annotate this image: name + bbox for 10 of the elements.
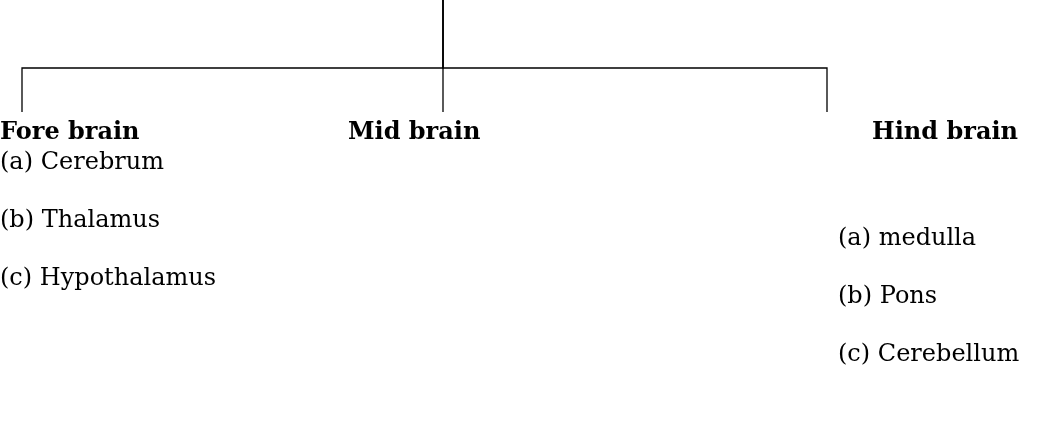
list-item: (c) Hypothalamus: [0, 262, 217, 292]
heading: Fore brain: [0, 116, 140, 146]
connector-line: [442, 0, 828, 113]
heading: Mid brain: [348, 116, 481, 146]
list-item: (a) Cerebrum: [0, 146, 164, 176]
list-item: (a) medulla: [838, 222, 977, 252]
heading: Hind brain: [872, 116, 1018, 146]
list-item: (b) Pons: [838, 280, 938, 310]
list-item: (c) Cerebellum: [838, 338, 1020, 368]
list-item: (b) Thalamus: [0, 204, 160, 234]
